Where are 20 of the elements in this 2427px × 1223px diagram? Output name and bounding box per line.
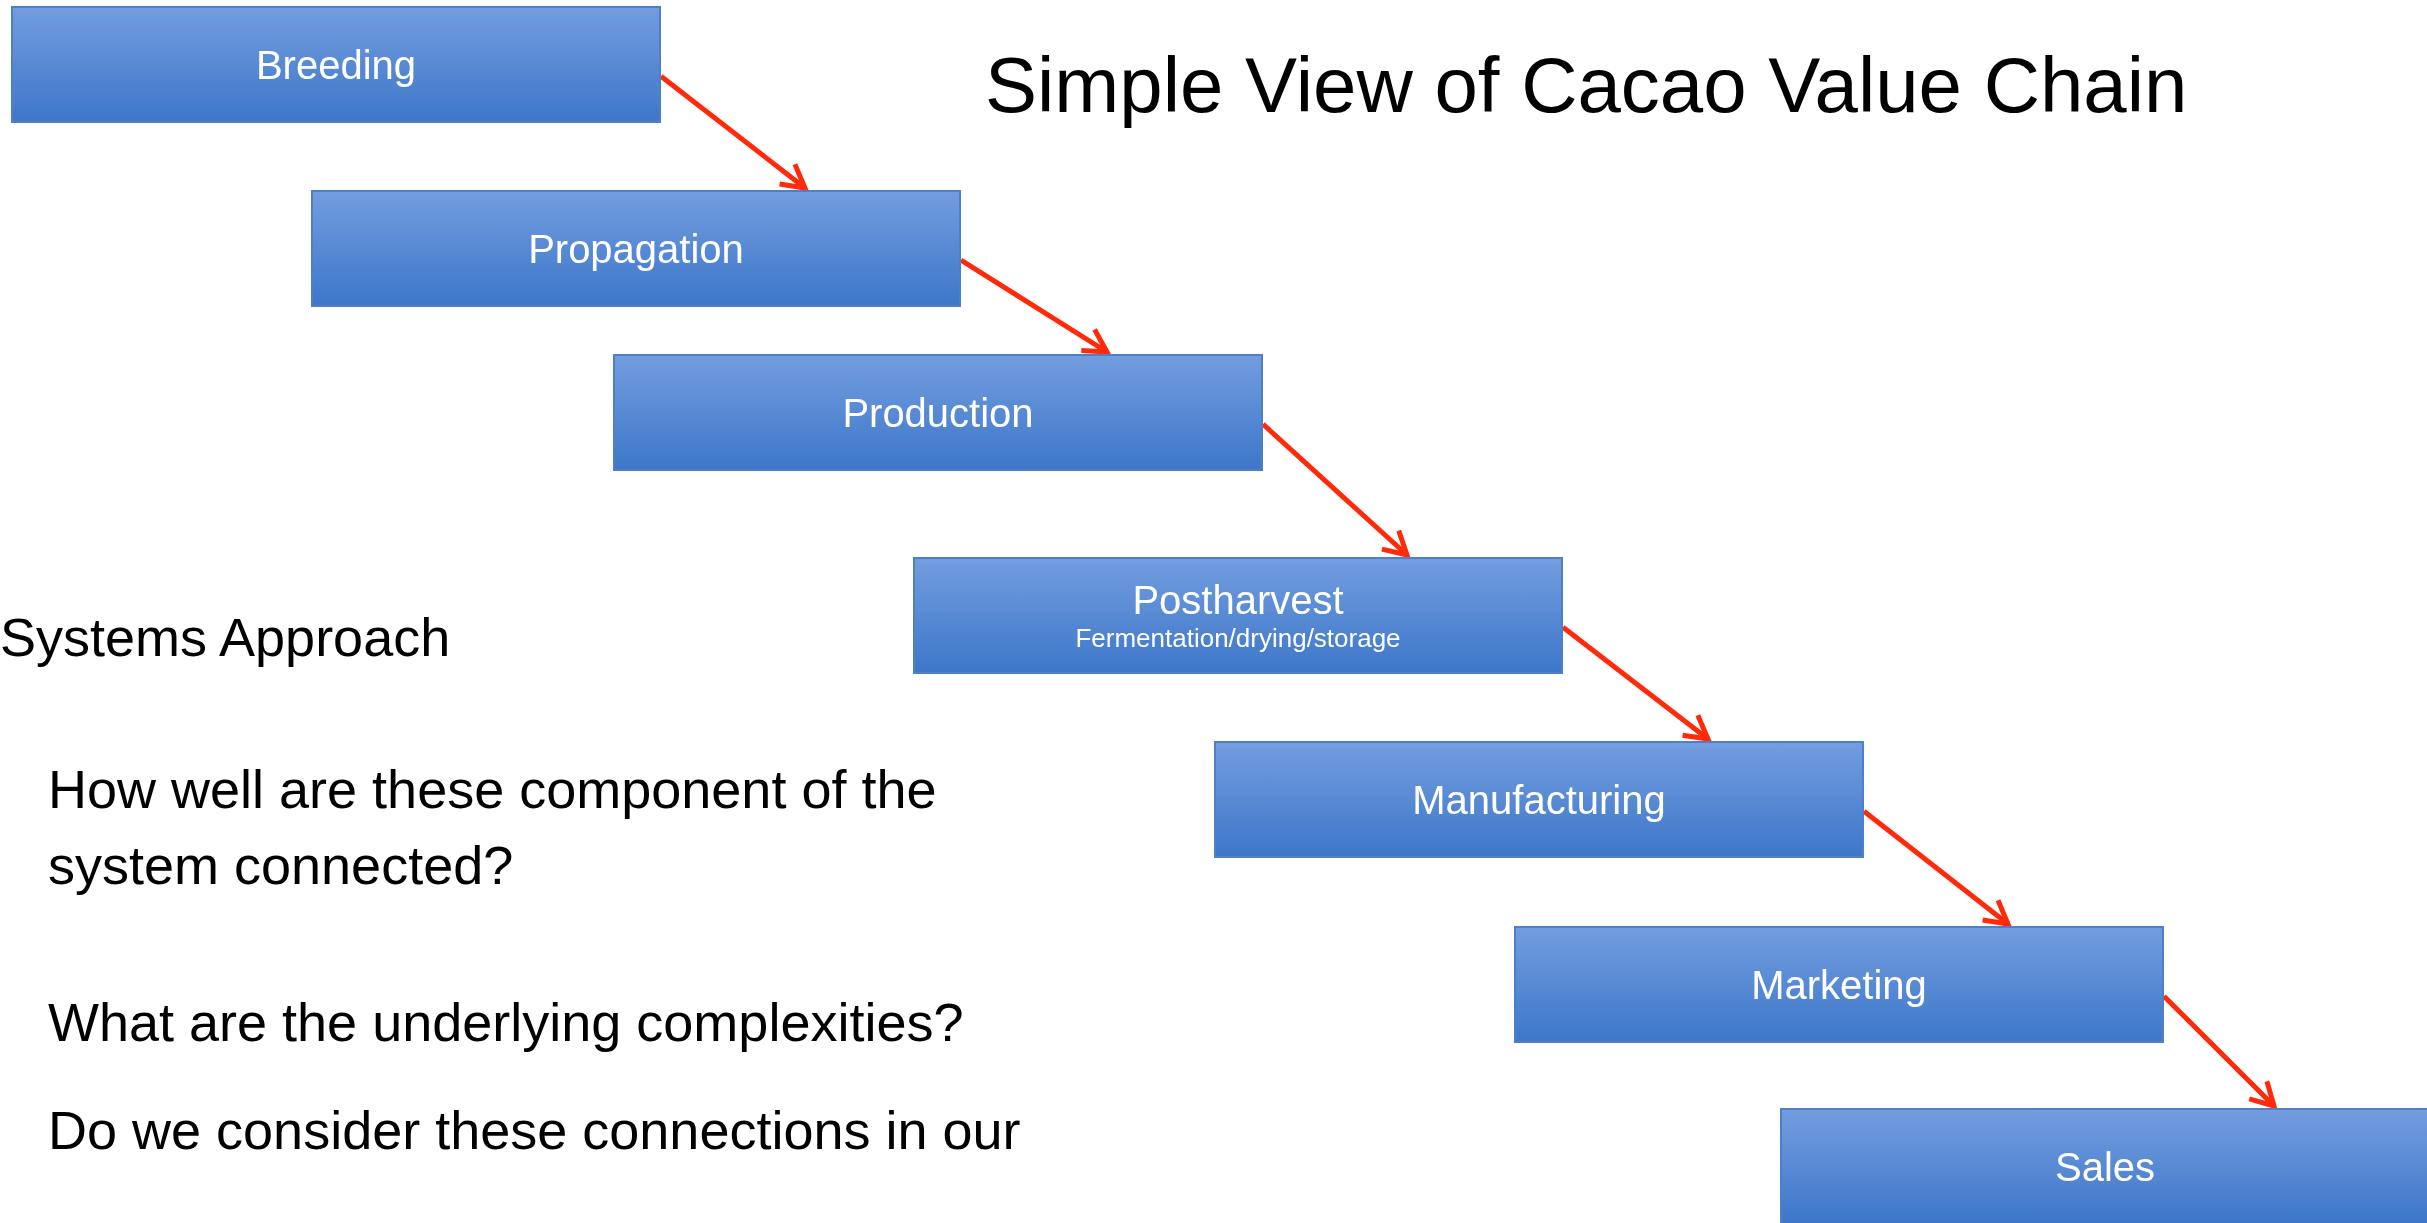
question-text: How well are these component of the system connected? <box>48 758 938 897</box>
step-name: Postharvest <box>1132 576 1344 623</box>
process-box <box>1780 1108 2427 1223</box>
step-name: Production <box>842 389 1034 436</box>
step-name: Marketing <box>1751 961 1927 1008</box>
process-box <box>913 557 1563 674</box>
process-box <box>1214 741 1864 858</box>
step-name: Breeding <box>255 41 417 88</box>
step-name: Manufacturing <box>1412 776 1666 823</box>
process-box <box>613 354 1263 471</box>
step-detail: Fermentation/drying/storage <box>1075 622 1401 655</box>
process-box <box>1514 926 2164 1043</box>
section-heading: Systems Approach <box>0 606 452 669</box>
question-text: Do we consider these connections in our <box>48 1099 1022 1162</box>
question-text: What are the underlying complexities? <box>48 991 965 1054</box>
step-name: Sales <box>2054 1143 2156 1190</box>
title: Simple View of Cacao Value Chain <box>985 40 2188 131</box>
process-box <box>311 190 961 307</box>
step-name: Propagation <box>528 225 744 272</box>
process-box <box>11 6 661 123</box>
